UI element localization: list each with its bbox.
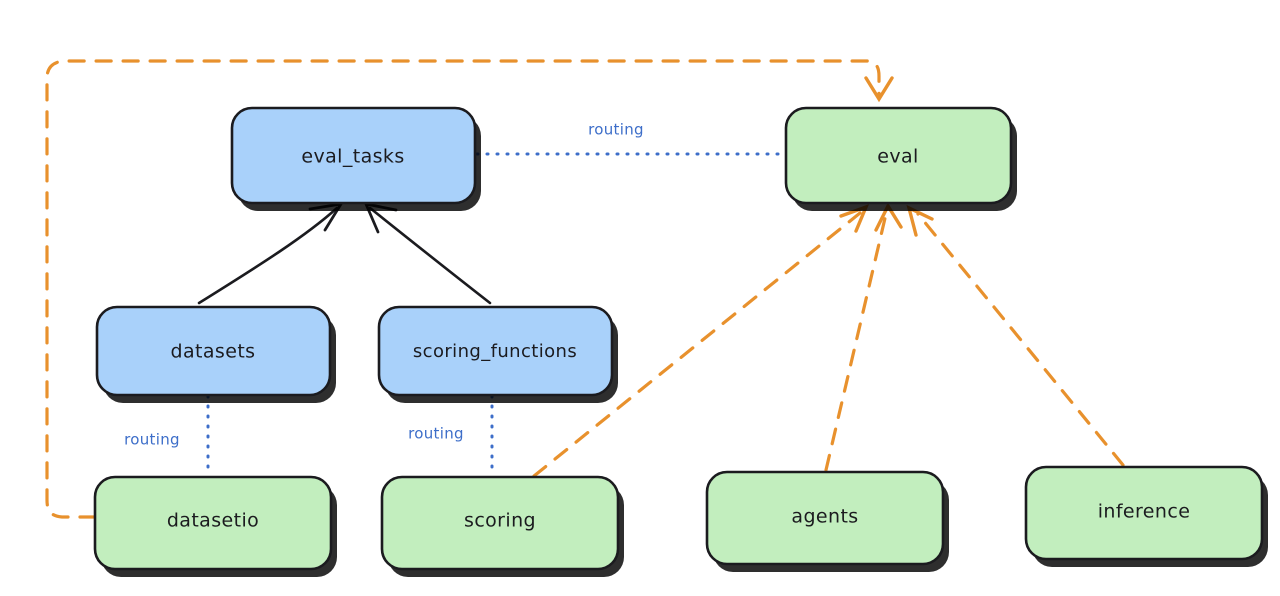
node-inference-body: [1024, 465, 1264, 561]
edge-label-routing-datasetio: routing: [124, 431, 180, 449]
node-eval_tasks-label: eval_tasks: [301, 146, 404, 168]
node-eval_tasks-body: [230, 106, 477, 205]
node-agents-body: [705, 470, 945, 566]
node-inference-label: inference: [1098, 501, 1191, 523]
node-scoring-label: scoring: [464, 510, 536, 532]
edge-agents-eval: [824, 202, 903, 472]
node-datasets-label: datasets: [171, 341, 256, 363]
edge-datasets-eval_tasks: [197, 202, 344, 305]
node-scoring-body: [380, 475, 620, 571]
edge-datasets-datasetio: routing: [124, 394, 210, 478]
node-datasets-body: [95, 305, 332, 397]
edge-inference-eval: [906, 204, 1125, 467]
node-scoring_functions-label: scoring_functions: [413, 341, 577, 362]
edge-label-routing-scoring: routing: [408, 425, 464, 443]
edge-scoring_functions-scoring: routing: [408, 394, 494, 478]
node-scoring_functions-body: [377, 305, 614, 397]
node-inference[interactable]: inference: [1024, 465, 1268, 567]
node-datasetio-body: [93, 475, 333, 571]
node-agents[interactable]: agents: [705, 470, 949, 572]
edge-label-routing-eval: routing: [588, 121, 644, 139]
node-eval-label: eval: [877, 146, 918, 168]
node-datasetio-label: datasetio: [167, 510, 259, 532]
node-eval[interactable]: eval: [784, 106, 1017, 211]
node-datasets[interactable]: datasets: [95, 305, 336, 403]
node-eval-body: [784, 106, 1013, 205]
node-datasetio[interactable]: datasetio: [93, 475, 337, 577]
node-scoring_functions[interactable]: scoring_functions: [377, 305, 618, 403]
node-agents-label: agents: [791, 506, 858, 528]
edge-eval_tasks-eval: routing: [475, 121, 786, 156]
edge-scoring_functions-eval_tasks: [363, 202, 492, 305]
node-eval_tasks[interactable]: eval_tasks: [230, 106, 481, 211]
node-scoring[interactable]: scoring: [380, 475, 624, 577]
edge-datasetio-eval: [45, 59, 894, 519]
